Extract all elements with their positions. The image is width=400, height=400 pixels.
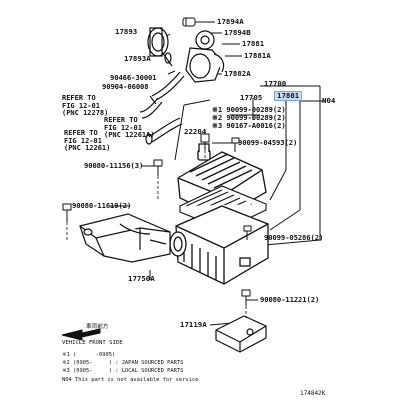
callout-17750a[interactable]: 17750A xyxy=(128,274,155,283)
legend-line-4: N04 This part is not available for servi… xyxy=(62,377,199,383)
bracket-17119a xyxy=(215,315,267,353)
callout-17893a[interactable]: 17893A xyxy=(124,54,151,63)
drawing-number: 174842K xyxy=(300,390,326,397)
reference-note-12261a: REFER TO FIG 12-01 (PNC 12261A) xyxy=(104,116,155,140)
bolt-22204 xyxy=(200,133,210,150)
callout-90099-04593[interactable]: 90099-04593(2) xyxy=(238,138,298,147)
bolts xyxy=(62,137,252,306)
callout-17119a[interactable]: 17119A xyxy=(180,320,207,329)
intake-duct-17750a xyxy=(79,213,171,263)
legend-line-3: ※3 (0905- ) : LOCAL SOURCED PARTS xyxy=(62,368,184,374)
callout-90904[interactable]: 90904-06008 xyxy=(102,82,149,91)
air-cleaner-case xyxy=(169,205,269,285)
hose-left xyxy=(145,117,183,145)
hose-cap-17893 xyxy=(147,27,169,57)
callout-17894b[interactable]: 17894B xyxy=(224,28,251,37)
callout-90099-05286[interactable]: 90099-05286(2) xyxy=(264,233,324,242)
callout-22204[interactable]: 22204 xyxy=(184,127,207,136)
callout-90167[interactable]: ※3 90167-A0016(2) xyxy=(212,121,286,130)
callout-90099-00289-a[interactable]: ※1 90099-00289(2) xyxy=(212,105,286,114)
callout-17801[interactable]: 17801 xyxy=(274,91,303,101)
vehicle-front-arrow xyxy=(61,328,101,341)
callout-90466[interactable]: 90466-30001 xyxy=(110,73,157,82)
air-connector-17881 xyxy=(185,30,225,83)
callout-90080-11221[interactable]: 90080-11221(2) xyxy=(260,295,320,304)
callout-17881[interactable]: 17881 xyxy=(242,39,265,48)
callout-90099-00289-b[interactable]: ※2 90099-00289(2) xyxy=(212,113,286,122)
callout-17882a[interactable]: 17882A xyxy=(224,69,251,78)
clamp-17894a xyxy=(182,17,196,27)
hose-17893a xyxy=(139,51,185,119)
callout-17893[interactable]: 17893 xyxy=(115,27,138,36)
reference-note-12278: REFER TO FIG 12-01 (PNC 12278) xyxy=(62,94,109,118)
callout-n04[interactable]: N04 xyxy=(322,96,336,105)
reference-note-12261: REFER TO FIG 12-01 (PNC 12261) xyxy=(64,129,111,153)
callout-17881a[interactable]: 17881A xyxy=(244,51,271,60)
vehicle-front-jp: 車両前方 xyxy=(86,324,109,330)
legend-line-1: ※1 ( -0905) xyxy=(62,352,116,358)
vehicle-front-label: VEHICLE FRONT SIDE xyxy=(62,340,123,346)
callout-17705[interactable]: 17705 xyxy=(240,93,263,102)
callout-17894a[interactable]: 17894A xyxy=(217,17,244,26)
legend-line-2: ※2 (0905- ) : JAPAN SOURCED PARTS xyxy=(62,360,184,366)
callout-90080-11619[interactable]: 90080-11619(2) xyxy=(72,201,132,210)
callout-17700[interactable]: 17700 xyxy=(264,79,287,88)
callout-90080-11156[interactable]: 90080-11156(3) xyxy=(84,161,144,170)
